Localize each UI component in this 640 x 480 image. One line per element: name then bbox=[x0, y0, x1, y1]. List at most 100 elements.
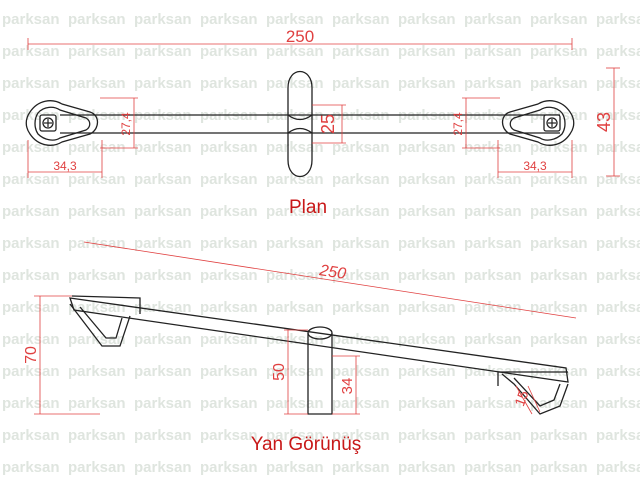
watermark-text: parksan bbox=[68, 459, 126, 476]
watermark-text: parksan bbox=[266, 267, 324, 284]
post-height-label: 50 bbox=[271, 363, 288, 381]
watermark-text: parksan bbox=[596, 331, 640, 348]
center-post-side bbox=[307, 344, 333, 415]
watermark-text: parksan bbox=[200, 75, 258, 92]
watermark-text: parksan bbox=[530, 267, 588, 284]
left-arm-height-label: 27,4 bbox=[119, 112, 133, 136]
watermark-text: parksan bbox=[134, 299, 192, 316]
watermark-text: parksan bbox=[596, 267, 640, 284]
watermark-text: parksan bbox=[332, 299, 390, 316]
watermark-text: parksan bbox=[134, 363, 192, 380]
watermark-text: parksan bbox=[596, 395, 640, 412]
left-foot-label: 34,3 bbox=[53, 159, 77, 173]
watermark-text: parksan bbox=[398, 299, 456, 316]
watermark-text: parksan bbox=[332, 235, 390, 252]
watermark-text: parksan bbox=[134, 203, 192, 220]
watermark-text: parksan bbox=[266, 427, 324, 444]
watermark-text: parksan bbox=[200, 235, 258, 252]
watermark-text: parksan bbox=[266, 299, 324, 316]
watermark-text: parksan bbox=[266, 203, 324, 220]
watermark-text: parksan bbox=[134, 267, 192, 284]
total-height-label: 43 bbox=[594, 112, 614, 132]
watermark-text: parksan bbox=[530, 459, 588, 476]
side-caption: Yan Görünüş bbox=[251, 434, 362, 455]
watermark-text: parksan bbox=[200, 459, 258, 476]
watermark-text: parksan bbox=[530, 331, 588, 348]
watermark-text: parksan bbox=[398, 267, 456, 284]
watermark-text: parksan bbox=[2, 331, 60, 348]
watermark-text: parksan bbox=[200, 171, 258, 188]
watermark-text: parksan bbox=[464, 75, 522, 92]
watermark-text: parksan bbox=[266, 459, 324, 476]
watermark-text: parksan bbox=[464, 299, 522, 316]
watermark-text: parksan bbox=[332, 11, 390, 28]
watermark-text: parksan bbox=[464, 427, 522, 444]
watermark-text: parksan bbox=[464, 331, 522, 348]
watermark-text: parksan bbox=[2, 299, 60, 316]
left-bolt-icon bbox=[42, 117, 54, 129]
watermark-text: parksan bbox=[332, 395, 390, 412]
watermark-text: parksan bbox=[398, 203, 456, 220]
watermark-text: parksan bbox=[200, 267, 258, 284]
watermark-text: parksan bbox=[530, 427, 588, 444]
watermark-text: parksan bbox=[134, 427, 192, 444]
post-crease-top bbox=[287, 114, 313, 121]
watermark-text: parksan bbox=[2, 139, 60, 156]
left-arm-inner bbox=[34, 106, 91, 141]
watermark-text: parksan bbox=[332, 171, 390, 188]
post-width-label: 25 bbox=[318, 114, 338, 134]
watermark-text: parksan bbox=[2, 427, 60, 444]
watermark-text: parksan bbox=[200, 43, 258, 60]
watermark-text: parksan bbox=[530, 75, 588, 92]
watermark-text: parksan bbox=[332, 139, 390, 156]
watermark-text: parksan bbox=[596, 459, 640, 476]
watermark-text: parksan bbox=[2, 75, 60, 92]
watermark-text: parksan bbox=[398, 427, 456, 444]
watermark-text: parksan bbox=[464, 139, 522, 156]
watermark-text: parksan bbox=[68, 75, 126, 92]
right-arm-inner bbox=[509, 106, 566, 141]
watermark-text: parksan bbox=[68, 363, 126, 380]
watermark-text: parksan bbox=[332, 75, 390, 92]
watermark-text: parksan bbox=[464, 459, 522, 476]
watermark-text: parksan bbox=[596, 75, 640, 92]
watermark-text: parksan bbox=[266, 75, 324, 92]
plan-view: 250 27,4 27,4 34,3 34,3 25 43 Plan bbox=[25, 27, 620, 218]
watermark-text: parksan bbox=[464, 43, 522, 60]
watermark-text: parksan bbox=[200, 331, 258, 348]
watermark-text: parksan bbox=[596, 203, 640, 220]
watermark-text: parksan bbox=[398, 363, 456, 380]
watermark-text: parksan bbox=[398, 235, 456, 252]
watermark-text: parksan bbox=[530, 235, 588, 252]
watermark-text: parksan bbox=[68, 43, 126, 60]
watermark-text: parksan bbox=[68, 203, 126, 220]
watermark-text: parksan bbox=[530, 395, 588, 412]
watermark-text: parksan bbox=[2, 235, 60, 252]
right-handle bbox=[501, 373, 569, 415]
watermark-text: parksan bbox=[398, 43, 456, 60]
watermark-text: parksan bbox=[266, 11, 324, 28]
watermark-text: parksan bbox=[266, 235, 324, 252]
watermark-text: parksan bbox=[2, 171, 60, 188]
watermark-text: parksan bbox=[68, 395, 126, 412]
watermark-text: parksan bbox=[2, 11, 60, 28]
plan-length-label: 250 bbox=[286, 27, 314, 46]
watermark-text: parksan bbox=[332, 363, 390, 380]
watermark-text: parksan bbox=[332, 459, 390, 476]
center-post-plan bbox=[287, 71, 313, 177]
watermark-text: parksan bbox=[596, 235, 640, 252]
right-bolt-icon bbox=[546, 117, 558, 129]
watermark-text: parksan bbox=[200, 363, 258, 380]
side-beam bbox=[69, 297, 569, 383]
right-arm-height-label: 27,4 bbox=[451, 112, 465, 136]
watermark-text: parksan bbox=[464, 235, 522, 252]
watermark-text: parksan bbox=[68, 11, 126, 28]
watermark-layer: parksan parksan parksan parksan parksan parks… bbox=[2, 11, 640, 476]
watermark-text: parksan bbox=[596, 171, 640, 188]
watermark-text: parksan bbox=[530, 299, 588, 316]
watermark-text: parksan bbox=[2, 267, 60, 284]
watermark-text: parksan bbox=[596, 363, 640, 380]
watermark-text: parksan bbox=[200, 427, 258, 444]
watermark-text: parksan bbox=[530, 11, 588, 28]
